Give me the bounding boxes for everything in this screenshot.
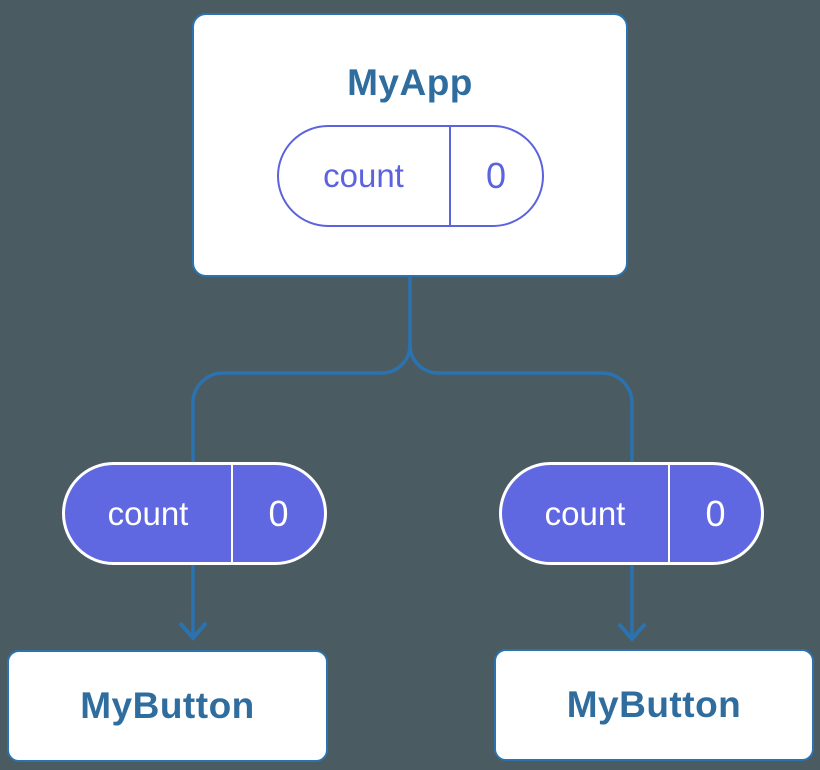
prop-pill-name: count xyxy=(65,465,233,562)
arrow-right-head-icon xyxy=(617,622,647,643)
arrow-left-head-icon xyxy=(178,621,208,642)
prop-pill-right: count 0 xyxy=(499,462,764,565)
branch-left-connector xyxy=(191,272,412,470)
prop-pill-left: count 0 xyxy=(62,462,327,565)
branch-right-connector xyxy=(408,344,634,470)
prop-pill-value: 0 xyxy=(705,492,726,534)
prop-pill-name: count xyxy=(502,465,670,562)
node-mybutton-right: MyButton xyxy=(494,649,814,761)
state-pill-value: 0 xyxy=(485,155,507,196)
node-myapp: MyApp count 0 xyxy=(192,13,628,277)
node-mybutton-title: MyButton xyxy=(80,685,255,726)
state-pill-name: count xyxy=(279,127,451,225)
node-myapp-title: MyApp xyxy=(347,62,473,103)
node-mybutton-left: MyButton xyxy=(7,650,328,762)
state-pill-myapp: count 0 xyxy=(276,125,544,227)
prop-pill-value: 0 xyxy=(268,492,289,534)
node-mybutton-title: MyButton xyxy=(566,684,742,725)
